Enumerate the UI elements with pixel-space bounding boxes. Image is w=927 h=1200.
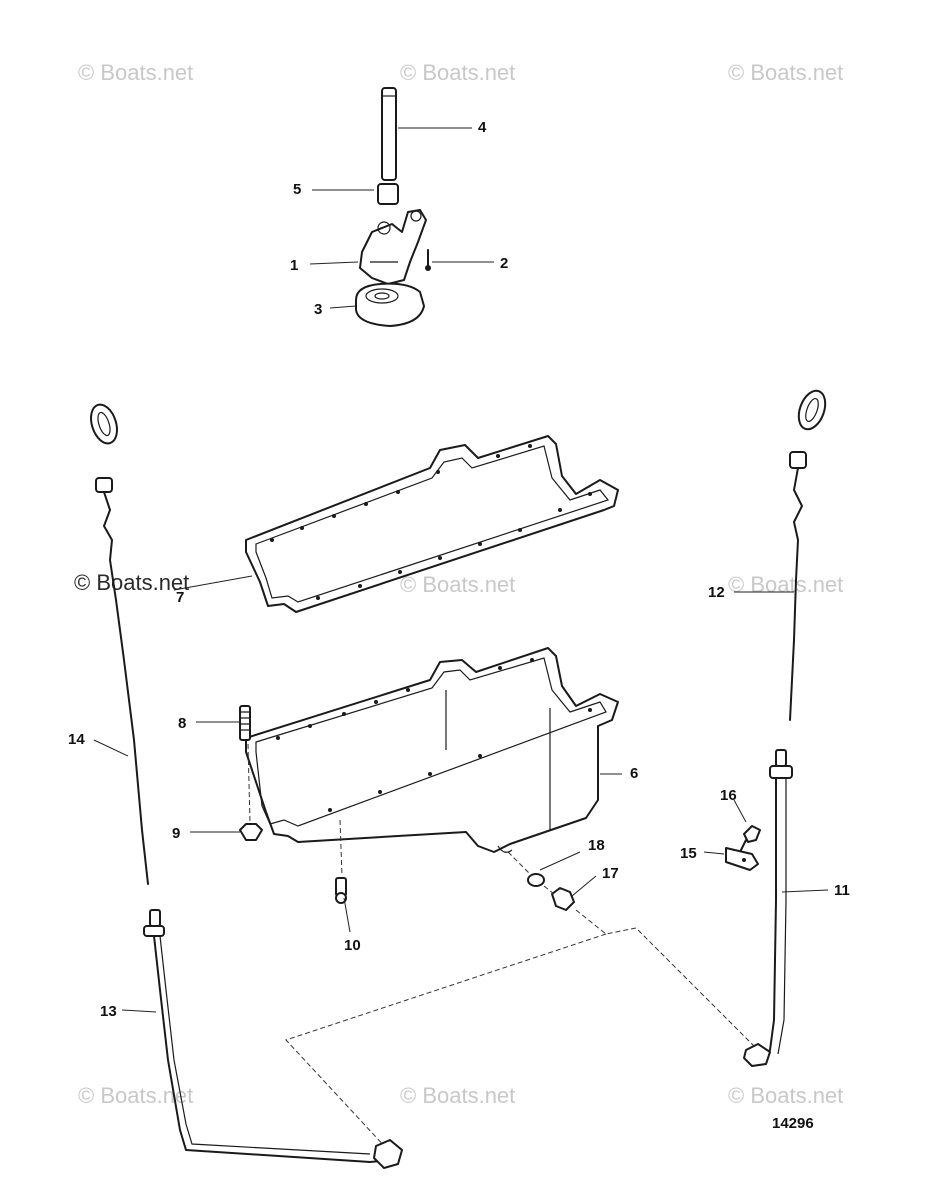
callout-16[interactable]: 16 — [720, 787, 737, 804]
drain-washer[interactable] — [507, 851, 545, 887]
right-dipstick-tube[interactable] — [743, 749, 793, 1067]
callout-15[interactable]: 15 — [680, 845, 697, 862]
watermark: © Boats.net — [400, 1083, 515, 1108]
nut[interactable] — [239, 743, 263, 841]
callout-7[interactable]: 7 — [176, 589, 184, 606]
gasket-holes — [270, 444, 592, 600]
pan-bolt[interactable] — [335, 819, 347, 904]
clip-screw[interactable] — [739, 825, 761, 853]
callout-14[interactable]: 14 — [68, 731, 85, 748]
callouts: 1 2 3 4 5 6 7 8 9 10 11 12 13 14 15 16 1… — [68, 119, 850, 1020]
left-dipstick-tube[interactable] — [143, 909, 403, 1169]
stud[interactable] — [239, 705, 251, 741]
figure-number: 14296 — [772, 1115, 814, 1132]
watermark: © Boats.net — [400, 60, 515, 85]
callout-1[interactable]: 1 — [290, 257, 298, 274]
callout-2[interactable]: 2 — [500, 255, 508, 272]
callout-17[interactable]: 17 — [602, 865, 619, 882]
callout-13[interactable]: 13 — [100, 1003, 117, 1020]
callout-10[interactable]: 10 — [344, 937, 361, 954]
sleeve[interactable] — [377, 183, 399, 205]
callout-3[interactable]: 3 — [314, 301, 322, 318]
watermark: © Boats.net — [78, 60, 193, 85]
callout-4[interactable]: 4 — [478, 119, 487, 136]
left-dipstick[interactable] — [86, 401, 149, 885]
pump-screw[interactable] — [425, 249, 431, 271]
watermark: © Boats.net — [74, 570, 189, 595]
connection-lines — [285, 909, 755, 1151]
watermark: © Boats.net — [728, 1083, 843, 1108]
watermark: © Boats.net — [728, 60, 843, 85]
callout-9[interactable]: 9 — [172, 825, 180, 842]
callout-5[interactable]: 5 — [293, 181, 301, 198]
watermarks: © Boats.net © Boats.net © Boats.net © Bo… — [74, 60, 843, 1108]
oil-pump[interactable] — [359, 209, 427, 285]
callout-11[interactable]: 11 — [834, 882, 850, 899]
right-dipstick[interactable] — [789, 387, 830, 721]
tube-clip[interactable] — [725, 847, 759, 871]
watermark: © Boats.net — [400, 572, 515, 597]
oil-pan[interactable] — [245, 647, 619, 853]
pickup-tube[interactable] — [381, 87, 397, 181]
pan-holes — [276, 658, 592, 812]
callout-6[interactable]: 6 — [630, 765, 638, 782]
drain-plug[interactable] — [543, 885, 575, 911]
leader-lines — [93, 127, 829, 1013]
watermark: © Boats.net — [728, 572, 843, 597]
callout-18[interactable]: 18 — [588, 837, 605, 854]
oil-pan-gasket[interactable] — [245, 435, 619, 613]
callout-12[interactable]: 12 — [708, 584, 725, 601]
pump-screen[interactable] — [355, 282, 425, 327]
callout-8[interactable]: 8 — [178, 715, 186, 732]
